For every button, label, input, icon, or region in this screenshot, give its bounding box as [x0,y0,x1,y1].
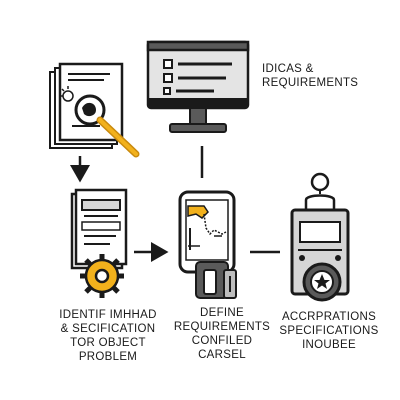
document-gear-icon [70,188,128,298]
label-line: INOUBEE [302,339,356,351]
person-machine-icon [290,172,350,302]
label-line: ACCRPRATIONS [281,311,377,323]
label-line: TOR OBJECT [70,337,146,349]
label-line: CARSEL [198,349,246,361]
label-line: REQUIREMENTS [173,321,271,333]
label-line: PROBLEM [78,351,138,363]
label-define-requirements: DEFINE REQUIREMENTS CONFILED CARSEL [148,306,296,362]
smartphone-blueprint-icon [178,190,237,299]
label-line: REQUIREMENTS [262,77,359,89]
label-line: CONFILED [191,335,253,347]
document-magnifier-icon [49,62,140,158]
label-specifications: ACCRPRATIONS SPECIFICATIONS INOUBEE [258,310,400,352]
monitor-checklist-icon [146,40,250,133]
label-line: DEFINE [200,307,244,319]
label-line: IDICAS & [262,63,314,75]
label-line: IDENTIF IMHHAD [59,309,157,321]
label-line: & SECIFICATION [60,323,156,335]
label-line: SPECIFICATIONS [279,325,379,337]
label-identify-specification: IDENTIF IMHHAD & SECIFICATION TOR OBJECT… [38,308,178,364]
label-ideas-requirements: IDICAS & REQUIREMENTS [262,62,358,90]
connector-arrows [70,146,280,262]
